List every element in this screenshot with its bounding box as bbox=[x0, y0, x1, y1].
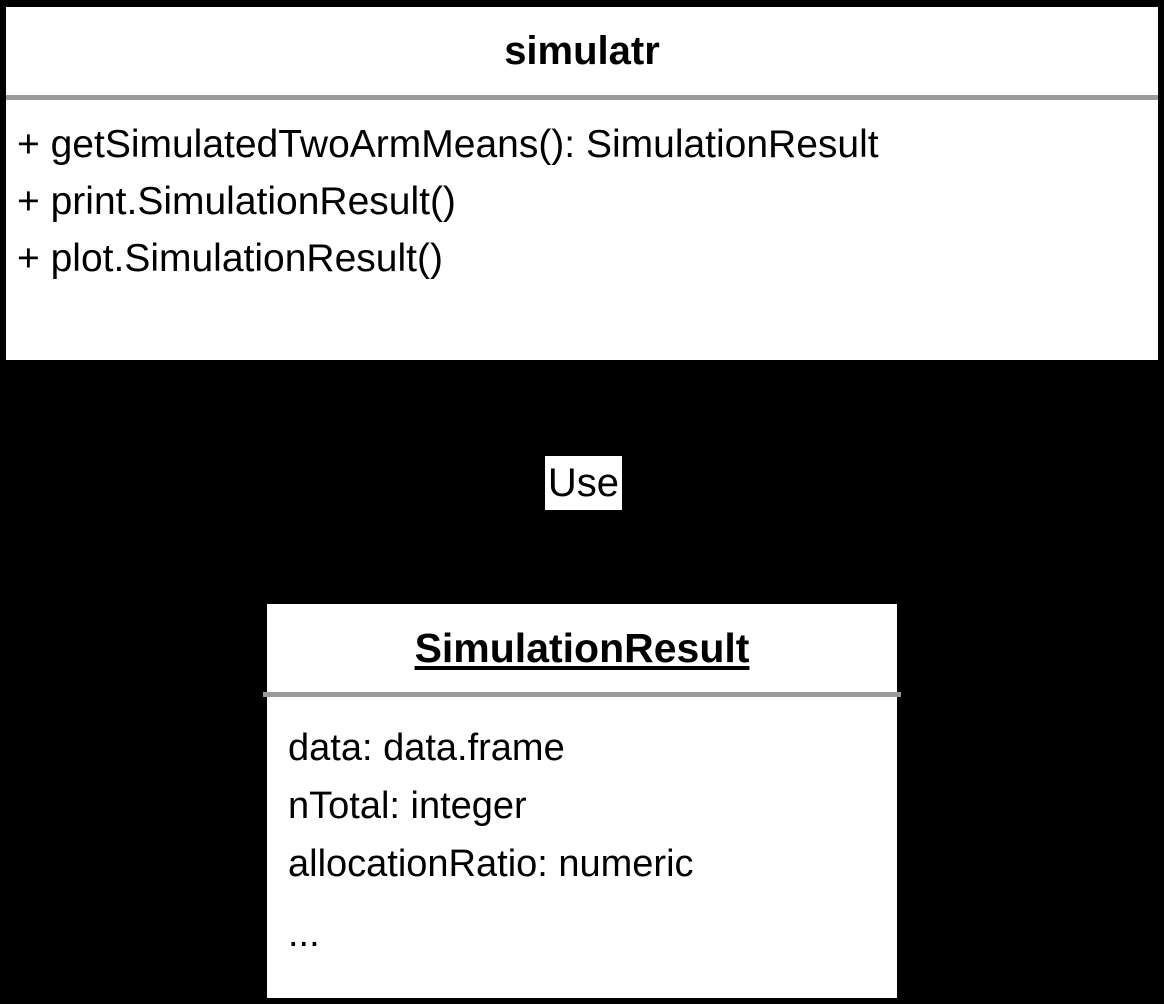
class-title-simulationresult: SimulationResult bbox=[414, 624, 750, 671]
class-attribute: nTotal: integer bbox=[288, 785, 527, 827]
class-divider-simulationresult bbox=[263, 692, 901, 697]
class-member-operation: + getSimulatedTwoArmMeans(): SimulationR… bbox=[17, 123, 879, 166]
class-members-simulatr: + getSimulatedTwoArmMeans(): SimulationR… bbox=[6, 100, 1158, 287]
class-title-simulatr: simulatr bbox=[504, 28, 660, 73]
class-title-band-simulatr: simulatr bbox=[6, 7, 1158, 95]
class-attribute-ellipsis: ... bbox=[288, 913, 320, 955]
class-divider-simulatr bbox=[6, 95, 1158, 100]
relationship-label-use: Use bbox=[545, 456, 622, 510]
class-member-operation: + plot.SimulationResult() bbox=[17, 237, 443, 280]
class-member-operation: + print.SimulationResult() bbox=[17, 180, 456, 223]
class-attribute: allocationRatio: numeric bbox=[288, 843, 694, 885]
class-title-band-simulationresult: SimulationResult bbox=[267, 604, 897, 692]
relationship-label-text: Use bbox=[547, 461, 620, 505]
class-box-simulatr[interactable]: simulatr + getSimulatedTwoArmMeans(): Si… bbox=[3, 3, 1161, 363]
class-attributes-simulationresult: data: data.frame nTotal: integer allocat… bbox=[267, 697, 897, 963]
class-box-simulationresult[interactable]: SimulationResult data: data.frame nTotal… bbox=[263, 601, 901, 1001]
class-attribute: data: data.frame bbox=[288, 727, 565, 769]
